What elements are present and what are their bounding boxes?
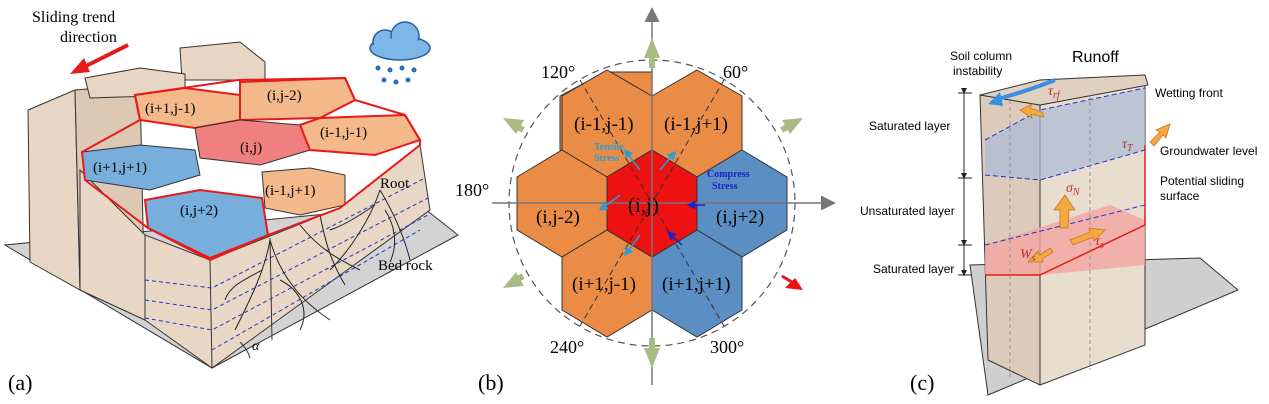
alpha-label: α: [252, 339, 260, 354]
tau-t-symbol: τT: [1122, 137, 1134, 154]
left-column-far: [27, 89, 81, 291]
runoff-label: Runoff: [1072, 49, 1119, 66]
front-body: [79, 144, 431, 369]
hex-label-tl: (i-1,j-1): [574, 114, 634, 135]
tau-s-symbol: τs: [1095, 234, 1104, 251]
hex-label-tr: (i-1,j+1): [664, 114, 728, 135]
angle-240: 240°: [550, 337, 584, 357]
panel-a-label: (a): [8, 370, 32, 395]
cell-label-c2: (i,j-2): [267, 88, 302, 104]
red-direction-arrow: [781, 274, 803, 290]
stress-arrows: [1019, 103, 1171, 263]
roots: [224, 189, 411, 331]
hex-label-bl: (i+1,j-1): [572, 274, 636, 295]
tensile-label-1: Tensile: [594, 142, 624, 153]
compress-label-1: Compress: [707, 169, 750, 180]
cell-label-c4: (i,j): [240, 140, 262, 156]
runoff-arrow: [988, 78, 1056, 106]
angle-60: 60°: [723, 62, 748, 82]
panel-b-label: (b): [478, 370, 504, 395]
red-boundary: [80, 76, 421, 262]
wetting-front-label: Wetting front: [1155, 86, 1223, 100]
saturated-bottom-label: Saturated layer: [873, 262, 954, 276]
column-top: [979, 74, 1149, 106]
hex-label-center: (i,j): [628, 193, 659, 217]
angle-180: 180°: [455, 180, 489, 200]
hex-label-br: (i+1,j+1): [662, 274, 730, 295]
tau-rf-symbol: τrf: [1048, 84, 1061, 101]
panel-c: Runoff Soil column instability Wetting f…: [860, 49, 1257, 396]
groundwater-label: Groundwater level: [1160, 144, 1257, 158]
cell-label-c5: (i+1,j+1): [93, 160, 147, 176]
panel-c-label: (c): [910, 370, 934, 395]
panel-b: 120° 60° 180° 240° 300° (i-1,j-1) (i-1,j…: [455, 7, 836, 395]
angle-120: 120°: [541, 62, 575, 82]
root-label: Root: [380, 176, 410, 192]
panel-a: (i+1,j-1) (i,j-2) (i-1,j-1) (i,j) (i+1,j…: [3, 9, 459, 395]
layer-lines: [144, 177, 429, 351]
cell-label-c7: (i,j+2): [180, 203, 218, 219]
tensile-label-2: Stress: [594, 153, 619, 164]
sliding-zone: [985, 205, 1145, 275]
potential-label-2: surface: [1160, 189, 1200, 203]
bedrock-label: Bed rock: [378, 258, 433, 274]
angle-300: 300°: [710, 337, 744, 357]
unsaturated-label: Unsaturated layer: [860, 204, 955, 218]
hex-label-l: (i,j-2): [536, 207, 580, 228]
cell-label-c3: (i-1,j-1): [320, 125, 367, 141]
sliding-arrow: [70, 43, 129, 74]
saturated-top-zone: [985, 88, 1145, 180]
trend-label-1: Sliding trend: [32, 9, 115, 26]
hex-label-r: (i,j+2): [716, 207, 764, 228]
back-column: [179, 41, 266, 81]
cell-label-c1: (i+1,j-1): [145, 101, 196, 117]
compress-label-2: Stress: [712, 181, 737, 192]
cell-label-c6: (i-1,j+1): [265, 183, 316, 199]
saturated-top-label: Saturated layer: [869, 119, 950, 133]
tensile-arrows: [598, 148, 676, 257]
instability-label-1: Soil column: [950, 49, 1012, 63]
direction-arrows: [503, 38, 803, 368]
sigma-n-symbol: σN: [1066, 181, 1081, 198]
potential-label-1: Potential sliding: [1160, 174, 1244, 188]
rain-cloud-icon: [369, 21, 431, 85]
instability-label-2: instability: [953, 64, 1002, 78]
compress-arrows: [666, 200, 705, 246]
trend-label-2: direction: [60, 29, 117, 46]
w-symbol: Ws: [1020, 247, 1036, 264]
